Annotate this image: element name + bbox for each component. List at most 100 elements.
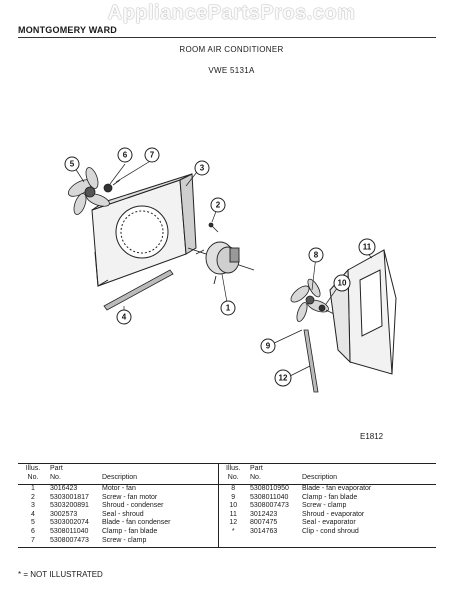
part-description: Clip - cond shroud — [302, 527, 359, 535]
svg-text:8: 8 — [314, 251, 319, 260]
part-no: 3016423 — [50, 485, 78, 492]
part-no: 3012423 — [250, 510, 278, 518]
header-illus-bottom-2: No. — [217, 473, 248, 485]
callout-2: 2 — [210, 197, 226, 213]
callout-9: 9 — [260, 338, 276, 354]
illus-no: 1 — [31, 485, 35, 492]
table-row: 7 5308007473 Screw - clamp — [18, 536, 436, 549]
svg-text:11: 11 — [363, 243, 372, 252]
part-description: Blade - fan condenser — [102, 519, 171, 527]
part-description: Shroud - condenser — [102, 502, 164, 510]
illus-no: 9 — [217, 493, 248, 503]
illus-no: 2 — [31, 493, 35, 501]
svg-text:9: 9 — [266, 342, 271, 351]
callout-6: 6 — [117, 147, 133, 163]
condenser-shroud — [91, 173, 197, 287]
watermark-text: AppliancePartsPros.com — [107, 2, 356, 24]
part-no: 5303200891 — [50, 502, 89, 510]
part-no: 5308011040 — [50, 527, 89, 535]
header-part-top-2: Part — [248, 463, 300, 473]
callout-5: 5 — [64, 156, 80, 172]
table-row: 3 5303200891 Shroud - condenser 10 53080… — [18, 502, 436, 511]
part-no: 8007475 — [250, 519, 278, 527]
illus-no: 12 — [217, 519, 248, 528]
condenser-fan-blade — [67, 167, 110, 215]
part-description: Seal - shroud — [102, 510, 144, 518]
header-part-bottom: No. — [48, 473, 100, 485]
svg-text:6: 6 — [123, 151, 128, 160]
svg-text:5: 5 — [70, 160, 75, 169]
part-description: Screw - clamp — [100, 536, 218, 549]
callout-4: 4 — [116, 309, 132, 325]
brand-label: MONTGOMERY WARD — [18, 25, 117, 35]
illus-no: 10 — [217, 502, 248, 511]
header-blank — [100, 463, 218, 473]
part-description — [300, 536, 436, 549]
callout-11: 11 — [358, 238, 376, 256]
svg-text:1: 1 — [226, 304, 231, 313]
part-description: Motor - fan — [102, 485, 136, 492]
part-no: 3002573 — [50, 510, 78, 518]
table-row: 2 5303001817 Screw - fan motor 9 5308011… — [18, 493, 436, 503]
callout-7: 7 — [144, 147, 160, 163]
header-description: Description — [100, 473, 218, 485]
part-no: 5308010950 — [250, 485, 289, 492]
svg-text:12: 12 — [279, 374, 288, 383]
table-header-bottom: No. No. Description No. No. Description — [18, 473, 436, 485]
table-header-top: Illus. Part Illus. Part — [18, 463, 436, 473]
evaporator-shroud — [329, 249, 397, 375]
part-no: 3014763 — [250, 527, 278, 535]
part-no — [248, 536, 300, 549]
illus-no: 4 — [31, 510, 35, 518]
header-blank-2 — [300, 463, 436, 473]
part-description: Clamp - fan blade — [102, 527, 158, 535]
header-part-top: Part — [48, 463, 100, 473]
diagram-code: E1812 — [360, 432, 384, 441]
part-description: Shroud - evaporator — [302, 510, 365, 518]
table-row: 6 5308011040 Clamp - fan blade * 3014763… — [18, 527, 436, 537]
header-illus-bottom: No. — [18, 473, 48, 485]
page-title: ROOM AIR CONDITIONER — [179, 45, 284, 54]
header-illus-top-2: Illus. — [217, 463, 248, 473]
illus-no: 3 — [31, 502, 35, 510]
header-part-bottom-2: No. — [248, 473, 300, 485]
part-no: 5308007473 — [250, 502, 289, 510]
illus-no: 7 — [18, 536, 48, 549]
header-rule — [18, 37, 436, 38]
illus-no — [217, 536, 248, 549]
motor-screw — [208, 222, 219, 233]
evaporator-fan-blade — [290, 278, 329, 322]
svg-text:10: 10 — [338, 279, 347, 288]
callout-10: 10 — [333, 274, 351, 292]
parts-table: Illus. Part Illus. Part No. No. Descript… — [18, 463, 436, 549]
callout-3: 3 — [194, 160, 210, 176]
table-row: 1 3016423 Motor - fan 8 5308010950 Blade… — [18, 484, 436, 494]
callout-1: 1 — [220, 300, 236, 316]
table-row: 4 3002573 Seal - shroud 11 3012423 Shrou… — [18, 510, 436, 520]
header-illus-top: Illus. — [18, 463, 48, 473]
footnote: * = NOT ILLUSTRATED — [18, 570, 103, 579]
part-description: Screw - fan motor — [102, 493, 158, 501]
part-description: Clamp - fan blade — [302, 493, 358, 501]
part-description: Screw - clamp — [302, 502, 347, 510]
part-no: 5308007473 — [48, 536, 100, 549]
shroud-seal — [103, 269, 174, 311]
evaporator-seal — [303, 329, 319, 393]
svg-text:2: 2 — [216, 201, 221, 210]
illus-no: 8 — [217, 484, 248, 494]
table-row: 5 5303002074 Blade - fan condenser 12 80… — [18, 519, 436, 528]
svg-text:4: 4 — [122, 313, 127, 322]
part-description: Blade - fan evaporator — [302, 485, 372, 492]
fan-motor — [187, 241, 255, 285]
illus-no: * — [217, 527, 248, 537]
part-no: 5303001817 — [50, 493, 89, 501]
callout-8: 8 — [308, 247, 324, 263]
illus-no: 6 — [31, 527, 35, 535]
svg-text:3: 3 — [200, 164, 205, 173]
header-description-2: Description — [300, 473, 436, 485]
part-no: 5303002074 — [50, 519, 89, 527]
model-number: VWE 5131A — [208, 66, 255, 75]
part-no: 5308011040 — [250, 493, 289, 501]
callout-12: 12 — [274, 369, 292, 387]
illus-no: 5 — [31, 519, 35, 527]
